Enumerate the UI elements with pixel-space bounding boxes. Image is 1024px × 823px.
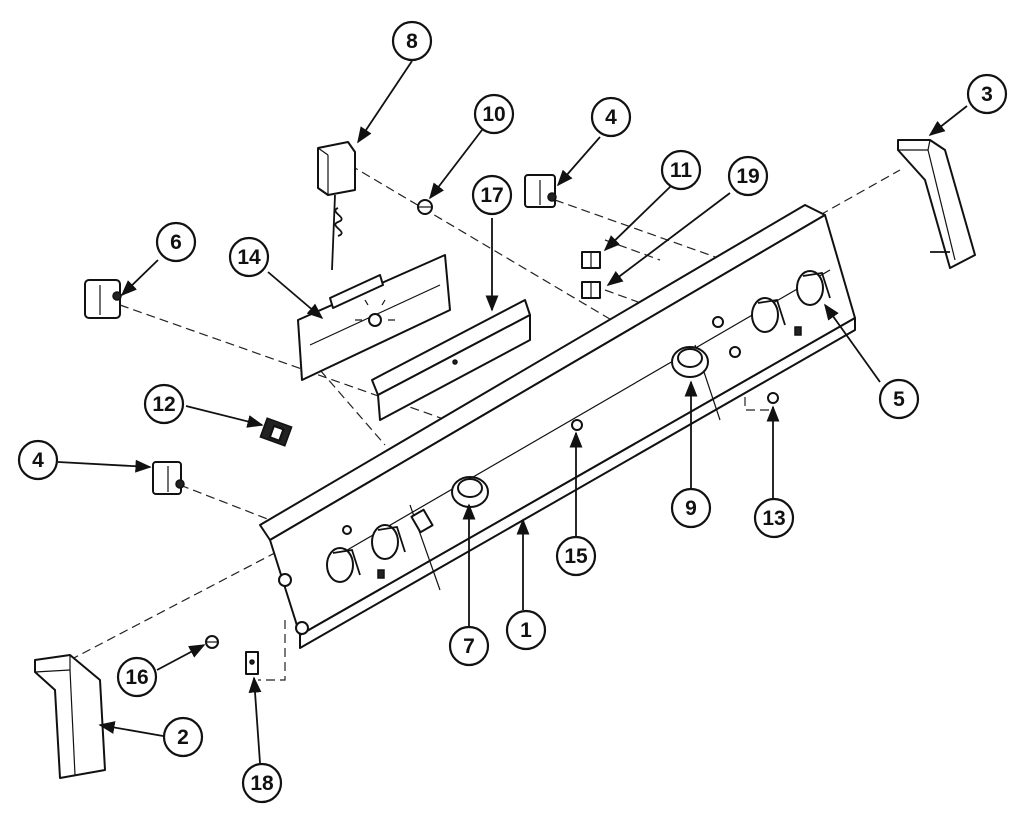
svg-text:7: 7 (463, 635, 475, 658)
callout-2: 2 (162, 716, 204, 758)
callout-4-upper: 4 (590, 96, 632, 138)
callout-17: 18 (241, 762, 283, 804)
switch-lower (152, 461, 185, 495)
callout-3: 3 (966, 73, 1008, 115)
callout-19: 19 (727, 155, 769, 197)
svg-text:12: 12 (152, 393, 175, 416)
callout-9: 9 (670, 487, 712, 529)
grommet-13 (767, 392, 779, 404)
svg-text:2: 2 (177, 726, 189, 749)
svg-text:14: 14 (237, 246, 261, 269)
svg-text:10: 10 (482, 103, 505, 126)
left-knob-stems (326, 524, 406, 583)
screw (417, 199, 433, 215)
switch-upper (524, 174, 557, 208)
infinite-switch (84, 279, 122, 319)
svg-text:18: 18 (250, 772, 274, 795)
callout-8: 8 (391, 20, 433, 62)
callout-10: 10 (473, 93, 515, 135)
svg-text:4: 4 (605, 106, 617, 129)
bracket-with-spring (317, 141, 356, 271)
callout-6: 6 (155, 221, 197, 263)
callout-4-lower: 4 (17, 439, 59, 481)
callout-14: 14 (228, 236, 270, 278)
end-cap-left (34, 654, 106, 779)
callout-16: 16 (116, 656, 158, 698)
right-knob-stems (751, 270, 831, 333)
svg-text:3: 3 (981, 83, 993, 106)
svg-text:8: 8 (406, 30, 418, 53)
control-panel-assembly (259, 204, 856, 649)
timer-lens (371, 299, 531, 421)
indicator-light-19 (581, 281, 601, 299)
clock-timer (297, 254, 451, 381)
indicator-light-11 (581, 251, 601, 269)
clip-17 (245, 651, 259, 675)
callout-1: 1 (505, 609, 547, 651)
callout-11: 11 (660, 149, 702, 191)
svg-text:17: 17 (480, 184, 503, 207)
svg-text:9: 9 (685, 497, 697, 520)
svg-text:1: 1 (520, 619, 532, 642)
callout-7: 7 (448, 625, 490, 667)
screw-15 (571, 419, 583, 431)
svg-text:5: 5 (893, 388, 905, 411)
rocker-switch (259, 417, 293, 447)
callout-18: 17 (471, 174, 513, 216)
leader-lines (57, 60, 968, 764)
svg-text:6: 6 (170, 231, 182, 254)
callout-13: 13 (753, 497, 795, 539)
svg-text:19: 19 (736, 165, 759, 188)
callout-5: 5 (878, 378, 920, 420)
svg-text:16: 16 (125, 666, 148, 689)
svg-text:15: 15 (564, 545, 588, 568)
callout-15: 15 (555, 535, 597, 577)
callout-12: 12 (143, 383, 185, 425)
svg-text:13: 13 (762, 507, 785, 530)
screw-16 (205, 635, 219, 649)
svg-text:11: 11 (670, 159, 693, 182)
center-switch-stems (451, 346, 709, 508)
svg-text:4: 4 (32, 449, 44, 472)
end-cap-right (897, 139, 976, 269)
